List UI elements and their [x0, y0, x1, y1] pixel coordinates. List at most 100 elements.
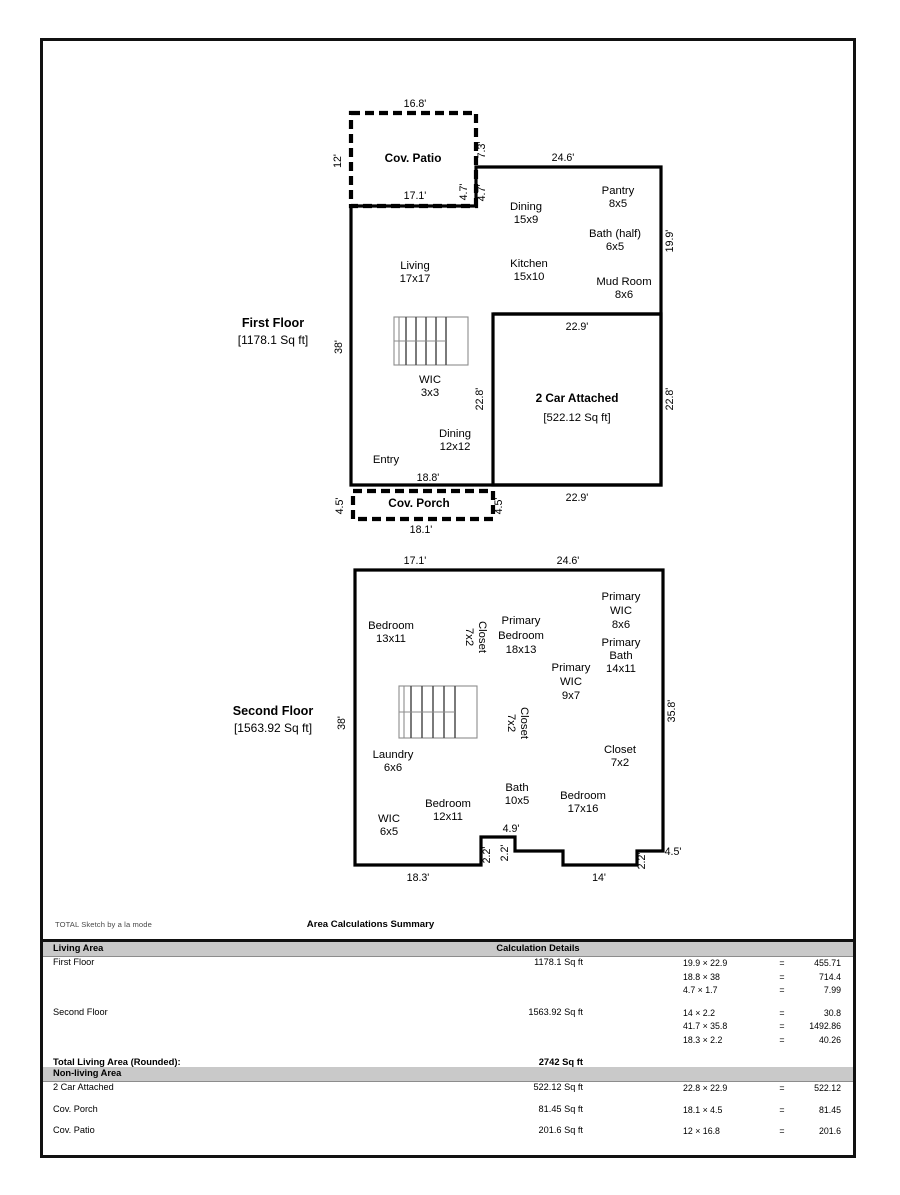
room-dining-lower-size: 12x12 [440, 441, 471, 453]
summary-header: TOTAL Sketch by a la mode Area Calculati… [43, 915, 853, 939]
calc-val: 30.8 [823, 1007, 841, 1018]
calc-eq: = [779, 971, 785, 982]
calc-eq: = [779, 1021, 785, 1031]
dim-top-right: 24.6' [552, 152, 575, 164]
total-value: 2742 Sq ft [538, 1056, 583, 1067]
room-bedroom-b-size: 17x16 [568, 803, 599, 815]
room-primary-bedroom-size: 18x13 [506, 644, 537, 656]
calc-expr: 19.9 × 22.9 [683, 958, 728, 968]
floor-plan-svg: First Floor [1178.1 Sq ft] Cov. Patio Di… [233, 98, 682, 884]
first-floor-title: First Floor [242, 316, 304, 330]
room-mud-room: Mud Room [596, 276, 651, 288]
area-calculations-summary: TOTAL Sketch by a la mode Area Calculati… [43, 915, 853, 1139]
sketch-credit: TOTAL Sketch by a la mode [55, 920, 152, 929]
room-bedroom-a-size: 13x11 [376, 633, 406, 645]
dim-second-bottom-left: 18.3' [407, 872, 430, 884]
row-area: 81.45 Sq ft [538, 1103, 583, 1114]
calc-line: 18.3 × 2.2 = 40.26 [653, 1034, 853, 1048]
row-area: 522.12 Sq ft [533, 1082, 583, 1092]
room-bath: Bath [505, 782, 528, 794]
dim-garage-left: 22.8' [474, 388, 486, 411]
table-row: Cov. Porch 81.45 Sq ft 18.1 × 4.5 = 81.4… [43, 1104, 853, 1118]
dim-second-right: 35.8' [666, 700, 678, 723]
table-row: 2 Car Attached 522.12 Sq ft 22.8 × 22.9 … [43, 1082, 853, 1096]
calc-expr: 18.3 × 2.2 [683, 1034, 723, 1045]
room-primary-bedroom-1: Primary [502, 615, 541, 627]
room-garage-area: [522.12 Sq ft] [543, 412, 610, 424]
row-calcs: 12 × 16.8 = 201.6 [653, 1125, 853, 1139]
calc-val: 1492.86 [809, 1021, 841, 1031]
total-living-area-row: Total Living Area (Rounded): 2742 Sq ft [43, 1056, 853, 1067]
room-laundry-size: 6x6 [384, 762, 402, 774]
room-dining-lower: Dining [439, 428, 471, 440]
non-living-area-table: 2 Car Attached 522.12 Sq ft 22.8 × 22.9 … [43, 1082, 853, 1139]
room-cov-porch: Cov. Porch [388, 496, 449, 510]
cov-porch-outline [350, 488, 496, 522]
room-bath-half: Bath (half) [589, 228, 641, 240]
room-primary-wic-1: Primary [602, 591, 641, 603]
second-floor-group: Second Floor [1563.92 Sq ft] Bedroom 13x… [233, 555, 682, 884]
table-row-spacer [43, 1096, 853, 1104]
room-primary-wic2-2: WIC [560, 676, 582, 688]
row-calcs: 19.9 × 22.9 = 455.71 18.8 × 38 = 714.4 4… [653, 957, 853, 998]
dim-first-left: 38' [333, 340, 345, 354]
room-closet-c-size: 7x2 [611, 757, 629, 769]
room-bath-size: 10x5 [505, 795, 530, 807]
row-name: Cov. Porch [53, 1103, 98, 1114]
row-calcs: 14 × 2.2 = 30.8 41.7 × 35.8 = 1492.86 18… [653, 1007, 853, 1048]
room-pantry-size: 8x5 [609, 198, 627, 210]
table-row-spacer [43, 998, 853, 1007]
room-closet-c: Closet [604, 744, 637, 756]
total-label: Total Living Area (Rounded): [53, 1056, 181, 1067]
table-row: Second Floor 1563.92 Sq ft 14 × 2.2 = 30… [43, 1007, 853, 1048]
first-floor-group: First Floor [1178.1 Sq ft] Cov. Patio Di… [238, 98, 676, 536]
calc-eq: = [779, 1083, 785, 1093]
calc-val: 40.26 [818, 1034, 841, 1045]
dim-patio-bottom: 17.1' [404, 190, 427, 202]
first-floor-stairs [393, 316, 469, 366]
room-bedroom-b: Bedroom [560, 790, 606, 802]
dim-patio-right-upper: 7.3' [476, 142, 488, 159]
calc-val: 714.4 [818, 971, 841, 982]
room-wic-second: WIC [378, 813, 400, 825]
room-garage: 2 Car Attached [536, 391, 619, 405]
dim-porch-bottom: 18.1' [410, 524, 433, 536]
calc-eq: = [779, 1104, 785, 1115]
row-calcs: 22.8 × 22.9 = 522.12 [653, 1082, 853, 1096]
room-dining-upper: Dining [510, 201, 542, 213]
calc-val: 81.45 [818, 1104, 841, 1115]
calc-eq: = [779, 985, 785, 995]
calc-line: 18.8 × 38 = 714.4 [653, 971, 853, 985]
calc-line: 4.7 × 1.7 = 7.99 [653, 984, 853, 998]
dim-garage-top: 22.9' [566, 321, 589, 333]
room-bedroom-c-size: 12x11 [433, 811, 463, 823]
table-row-spacer [43, 1117, 853, 1125]
room-bedroom-a: Bedroom [368, 620, 414, 632]
living-area-header: Living Area [53, 943, 104, 953]
summary-title: Area Calculations Summary [306, 919, 435, 930]
room-primary-wic-2: WIC [610, 605, 632, 617]
calc-line: 19.9 × 22.9 = 455.71 [653, 957, 853, 971]
room-primary-wic-size: 8x6 [612, 619, 630, 631]
dim-notch2: 2.2' [636, 853, 648, 870]
room-kitchen-size: 15x10 [514, 271, 545, 283]
dim-second-left: 38' [336, 716, 348, 730]
room-wic-first-size: 3x3 [421, 387, 439, 399]
second-floor-title: Second Floor [233, 704, 314, 718]
calc-line: 12 × 16.8 = 201.6 [653, 1125, 853, 1139]
dim-patio-left: 12' [332, 154, 344, 168]
row-name: Cov. Patio [53, 1125, 95, 1135]
room-primary-wic2-1: Primary [552, 662, 591, 674]
dim-second-right-bottom: 4.5' [665, 846, 682, 858]
calc-line: 22.8 × 22.9 = 522.12 [653, 1082, 853, 1096]
dim-porch-left: 4.5' [334, 498, 346, 515]
table-row: Cov. Patio 201.6 Sq ft 12 × 16.8 = 201.6 [43, 1125, 853, 1139]
calc-val: 201.6 [818, 1126, 841, 1136]
room-kitchen: Kitchen [510, 258, 548, 270]
dim-garage-right: 22.8' [664, 388, 676, 411]
table-row-spacer [43, 1047, 853, 1056]
room-closet-a-size: 7x2 [463, 628, 475, 646]
room-cov-patio: Cov. Patio [385, 151, 442, 165]
row-name: Second Floor [53, 1006, 108, 1017]
calc-expr: 4.7 × 1.7 [683, 985, 718, 995]
